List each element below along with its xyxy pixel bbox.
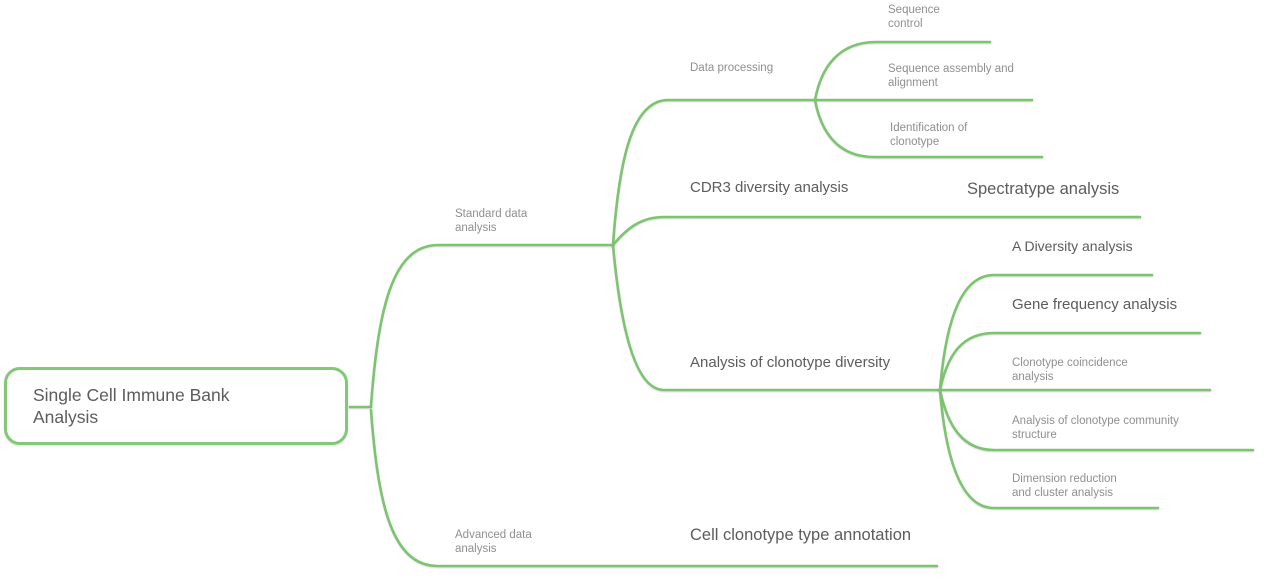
node-sequence-control[interactable]: Sequence control: [888, 4, 940, 31]
node-advanced-data-analysis[interactable]: Advanced data analysis: [455, 529, 532, 556]
node-data-processing[interactable]: Data processing: [690, 62, 774, 74]
node-analysis-of-clonotype-diversity[interactable]: Analysis of clonotype diversity: [690, 354, 891, 371]
node-dimension-reduction-cluster[interactable]: Dimension reduction and cluster analysis: [1012, 473, 1117, 500]
connector-standard-data-analysis: [369, 243, 615, 408]
node-sequence-assembly-alignment[interactable]: Sequence assembly and alignment: [888, 63, 1014, 90]
root-node[interactable]: Single Cell Immune Bank Analysis: [4, 367, 348, 445]
node-cdr3-diversity-analysis[interactable]: CDR3 diversity analysis: [690, 179, 849, 196]
connector-a-diversity: [938, 273, 1154, 392]
node-clonotype-community-structure[interactable]: Analysis of clonotype community structur…: [1012, 415, 1179, 442]
node-spectratype-analysis[interactable]: Spectratype analysis: [967, 180, 1120, 198]
node-identification-of-clonotype[interactable]: Identification of clonotype: [890, 122, 968, 149]
node-gene-frequency-analysis[interactable]: Gene frequency analysis: [1012, 296, 1178, 313]
connector-community-structure: [938, 388, 1255, 452]
connector-dimension-reduction: [938, 388, 1160, 510]
node-a-diversity-analysis[interactable]: A Diversity analysis: [1012, 238, 1133, 254]
connector-gene-frequency: [938, 331, 1202, 392]
connector-clonotype-diversity-and-coincidence: [611, 243, 1212, 392]
root-node-label: Single Cell Immune Bank Analysis: [33, 384, 230, 427]
connector-identification-of-clonotype: [813, 98, 1044, 159]
connector-cdr3-and-spectratype: [611, 215, 1142, 247]
node-clonotype-coincidence-analysis[interactable]: Clonotype coincidence analysis: [1012, 357, 1128, 384]
node-cell-clonotype-type-annotation[interactable]: Cell clonotype type annotation: [690, 526, 912, 544]
connector-advanced-data-analysis: [369, 408, 939, 568]
node-standard-data-analysis[interactable]: Standard data analysis: [455, 208, 528, 235]
connector-data-processing-and-sequence-assembly: [611, 98, 1034, 247]
connector-sequence-control: [813, 40, 992, 102]
